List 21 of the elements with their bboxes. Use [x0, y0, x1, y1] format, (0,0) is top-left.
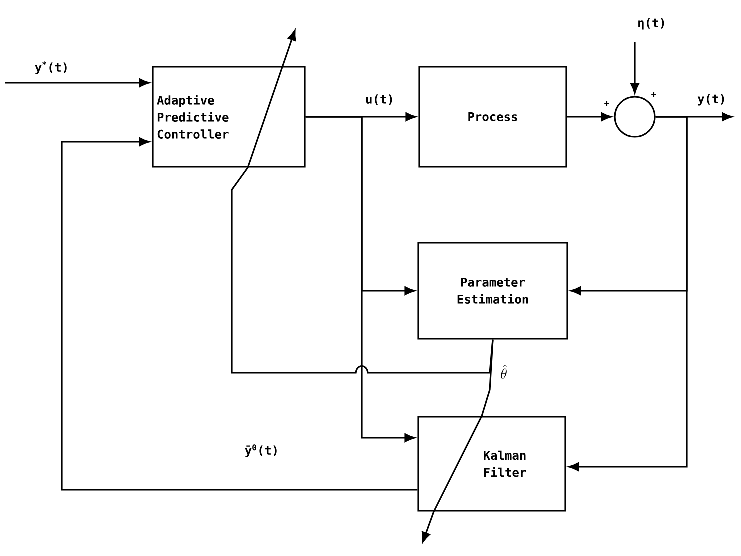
edge-label: $\hat{\theta}$ — [500, 364, 508, 380]
arrow — [567, 112, 612, 122]
arrow — [422, 340, 494, 543]
arrow — [61, 138, 418, 491]
arrow — [5, 78, 150, 88]
process-box: Process — [418, 66, 568, 168]
sign-label: + — [604, 101, 610, 106]
edge-label: y(t) — [696, 93, 728, 107]
controller-box: Adaptive Predictive Controller — [152, 66, 306, 168]
edge-label: y$^{*}$(t) — [34, 60, 70, 76]
arrow — [630, 42, 640, 94]
summing-junction — [614, 96, 656, 138]
arrow — [231, 30, 494, 374]
edge-label: ȳ$^{0}$(t) — [244, 444, 280, 458]
edge-label: u(t) — [364, 94, 396, 106]
arrow — [568, 116, 688, 472]
sign-label: + — [652, 92, 656, 98]
estimator-box: Parameter Estimation — [418, 242, 568, 340]
edge-label: η(t) — [636, 17, 668, 31]
arrow — [306, 116, 416, 442]
filter-box: Kalman Filter — [418, 416, 566, 512]
